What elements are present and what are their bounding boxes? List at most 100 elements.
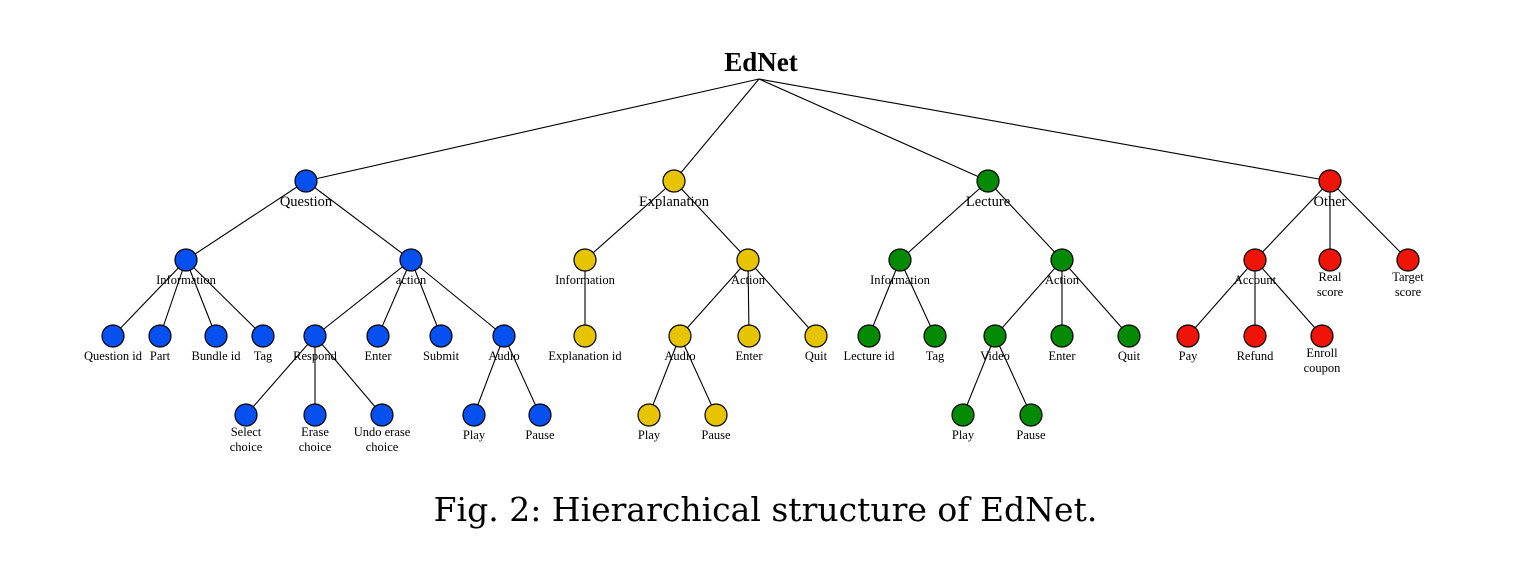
edge-l_info-l_tag [899, 259, 936, 337]
node-label-o_real-1: Real [1319, 270, 1342, 284]
node-l_pause: Pause [1016, 403, 1046, 442]
node-label-q: Question [280, 194, 333, 210]
node-circle-q_respond [303, 324, 327, 348]
edge-q-q_info [185, 180, 307, 261]
node-label-l_play: Play [952, 428, 975, 442]
edge-e_action-e_audio [679, 259, 749, 337]
node-e_play: Play [637, 403, 661, 442]
edge-l-l_info [899, 180, 989, 261]
node-circle-q_tag [251, 324, 275, 348]
node-o_account: Account [1234, 248, 1277, 287]
node-q_action: action [396, 248, 427, 287]
node-label-q_tag: Tag [254, 349, 273, 363]
node-label-o_real-2: score [1317, 285, 1344, 299]
node-label-o_enroll-1: Enroll [1306, 346, 1338, 360]
node-circle-l_tag [923, 324, 947, 348]
edge-q_info-q_part [159, 259, 187, 337]
node-circle-l_play [951, 403, 975, 427]
node-e_action: Action [731, 248, 766, 287]
node-label-q_pause: Pause [525, 428, 555, 442]
node-circle-l_pause [1019, 403, 1043, 427]
node-label-q_undo-2: choice [366, 440, 399, 454]
node-l_info: Information [870, 248, 931, 287]
node-label-q_select-1: Select [231, 425, 262, 439]
node-circle-l_info [888, 248, 912, 272]
node-label-q_audio: Audio [488, 349, 519, 363]
node-label-e_quit: Quit [805, 349, 828, 363]
node-label-l_tag: Tag [926, 349, 945, 363]
node-label-l: Lecture [966, 194, 1010, 210]
node-l_action: Action [1045, 248, 1080, 287]
node-circle-l_action [1050, 248, 1074, 272]
edge-q_audio-q_play [473, 335, 505, 416]
node-circle-q_audio [492, 324, 516, 348]
node-label-q_select-2: choice [230, 440, 263, 454]
node-label-o_pay: Pay [1179, 349, 1199, 363]
node-circle-e_eid [573, 324, 597, 348]
node-circle-q_play [462, 403, 486, 427]
node-label-e_enter: Enter [735, 349, 763, 363]
node-circle-e_audio [668, 324, 692, 348]
node-label-o: Other [1313, 194, 1346, 210]
node-q_play: Play [462, 403, 486, 442]
edge-e_action-e_enter [747, 259, 750, 337]
node-circle-o_refund [1243, 324, 1267, 348]
node-label-o_refund: Refund [1237, 349, 1275, 363]
node-circle-q_part [148, 324, 172, 348]
node-circle-q_erase [303, 403, 327, 427]
node-circle-e [662, 169, 686, 193]
edge-l_action-l_quit [1061, 259, 1130, 337]
node-q_submit: Submit [423, 324, 460, 363]
node-q_enter: Enter [364, 324, 392, 363]
node-e_pause: Pause [701, 403, 731, 442]
node-circle-e_play [637, 403, 661, 427]
node-e_info: Information [555, 248, 616, 287]
edge-l_video-l_pause [994, 335, 1032, 416]
node-circle-e_action [736, 248, 760, 272]
node-l_lid: Lecture id [843, 324, 895, 363]
node-label-l_enter: Enter [1048, 349, 1076, 363]
edge-o_account-o_pay [1187, 259, 1256, 337]
node-label-q_respond: Respond [293, 349, 338, 363]
node-circle-q_qid [101, 324, 125, 348]
node-o_refund: Refund [1237, 324, 1275, 363]
node-label-q_erase-1: Erase [301, 425, 329, 439]
node-l_tag: Tag [923, 324, 947, 363]
edge-e-e_action [673, 180, 749, 261]
node-label-e_audio: Audio [664, 349, 695, 363]
edge-e_audio-e_play [648, 335, 681, 416]
node-e_quit: Quit [804, 324, 828, 363]
node-label-e_eid: Explanation id [548, 349, 622, 363]
node-circle-q [294, 169, 318, 193]
edge-l_video-l_play [962, 335, 996, 416]
node-label-e_action: Action [731, 273, 766, 287]
node-q_respond: Respond [293, 324, 338, 363]
edge-q_action-q_audio [410, 259, 505, 337]
node-circle-e_pause [704, 403, 728, 427]
node-circle-o_account [1243, 248, 1267, 272]
node-circle-q_enter [366, 324, 390, 348]
node-e: Explanation [639, 169, 710, 210]
edge-root-l [758, 78, 989, 182]
node-label-q_action: action [396, 273, 427, 287]
node-circle-o_pay [1176, 324, 1200, 348]
node-label-o_target-2: score [1395, 285, 1422, 299]
edge-q_action-q_submit [410, 259, 442, 337]
node-label-q_play: Play [463, 428, 486, 442]
node-circle-l_video [983, 324, 1007, 348]
node-q_qid: Question id [84, 324, 143, 363]
node-circle-q_select [234, 403, 258, 427]
node-label-l_action: Action [1045, 273, 1080, 287]
edge-l_info-l_lid [868, 259, 901, 337]
node-circle-q_submit [429, 324, 453, 348]
node-circle-e_quit [804, 324, 828, 348]
edge-o-o_account [1254, 180, 1331, 261]
node-l: Lecture [966, 169, 1010, 210]
node-label-l_info: Information [870, 273, 930, 287]
node-l_quit: Quit [1117, 324, 1141, 363]
node-label-o_target-1: Target [1392, 270, 1424, 284]
